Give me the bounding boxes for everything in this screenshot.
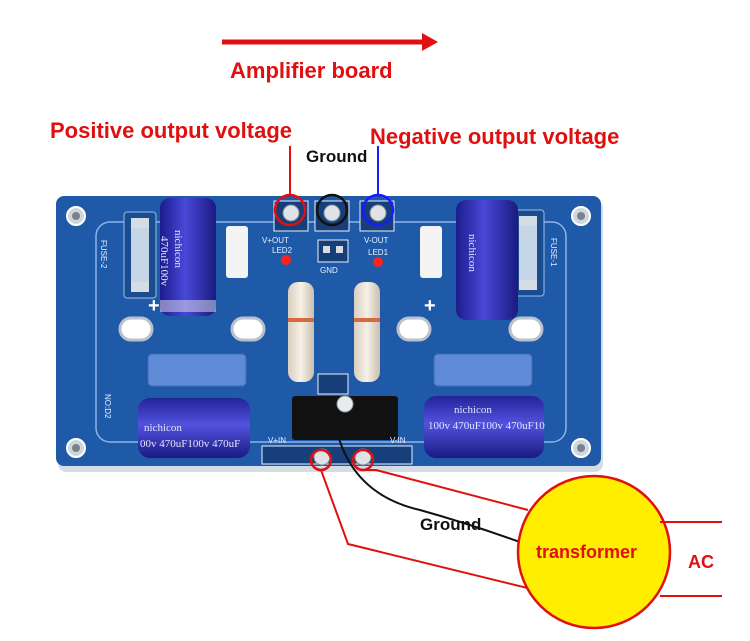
direction-arrow	[222, 33, 438, 51]
capacitor-bottom-left	[138, 398, 250, 458]
ground-bottom-label: Ground	[420, 515, 482, 534]
positive-output-label: Positive output voltage	[50, 118, 293, 143]
mounting-holes	[66, 206, 591, 458]
wire-transformer-to-v-plus	[320, 469, 561, 597]
wire-ground	[332, 395, 521, 543]
gnd-pad-2	[336, 246, 343, 253]
fuse-left	[123, 211, 157, 299]
led1-silk: LED1	[368, 248, 389, 257]
v-plus-out-silk: V+OUT	[262, 236, 289, 245]
v-minus-in-silk: V-IN	[390, 436, 406, 445]
capacitor-bottom-right	[424, 396, 544, 458]
power-resistor-right	[354, 282, 380, 382]
cap-brand-bottom-right: nichicon	[454, 404, 492, 416]
film-cap-left	[226, 226, 248, 278]
ground-output-marker	[315, 193, 349, 227]
v-plus-in-silk: V+IN	[268, 436, 287, 445]
ground-top-label: Ground	[306, 147, 368, 166]
film-cap-right	[420, 226, 442, 278]
cap-value-bottom-right: 100v 470uF100v 470uF10	[428, 420, 545, 432]
gnd-pad-1	[323, 246, 330, 253]
gnd-silk: GND	[320, 266, 338, 275]
power-resistor-left	[288, 282, 314, 382]
film-cap-blue-right	[433, 353, 533, 387]
transformer-circle	[516, 474, 672, 630]
led2-silk: LED2	[272, 246, 293, 255]
capacitor-top-left	[160, 198, 216, 316]
fuse-right	[511, 209, 545, 297]
rectifier-screw	[336, 395, 354, 413]
cap-brand-top-left: nichicon	[172, 230, 184, 268]
v-minus-out-silk: V-OUT	[364, 236, 389, 245]
ac-label: AC	[688, 552, 714, 572]
small-header	[317, 373, 349, 395]
rectifier-bridge	[292, 396, 398, 440]
cap-brand-bottom-left: nichicon	[144, 422, 182, 434]
board-number-silk: NO:D2	[103, 394, 112, 419]
fuse-left-silk: FUSE-2	[99, 240, 108, 269]
terminal-gnd-out	[314, 200, 350, 232]
led-left	[281, 255, 291, 265]
cap-brand-top-right: nichicon	[466, 234, 478, 272]
plus-sign-left: +	[148, 295, 160, 317]
wire-transformer-to-v-minus	[363, 469, 529, 511]
oval-pads	[118, 316, 544, 342]
led-right	[373, 257, 383, 267]
gnd-header	[317, 239, 349, 263]
cap-value-bottom-left: 00v 470uF100v 470uF	[140, 438, 241, 450]
cap-value-top-left: 470uF100v	[158, 236, 170, 287]
capacitor-top-right	[456, 200, 518, 320]
negative-output-label: Negative output voltage	[370, 124, 620, 149]
fuse-right-silk: FUSE-1	[549, 238, 558, 267]
amplifier-board-label: Amplifier board	[230, 58, 393, 83]
film-cap-blue-left	[147, 353, 247, 387]
input-terminal-strip	[261, 445, 413, 465]
plus-sign-right: +	[424, 295, 436, 317]
transformer-label: transformer	[536, 542, 638, 562]
